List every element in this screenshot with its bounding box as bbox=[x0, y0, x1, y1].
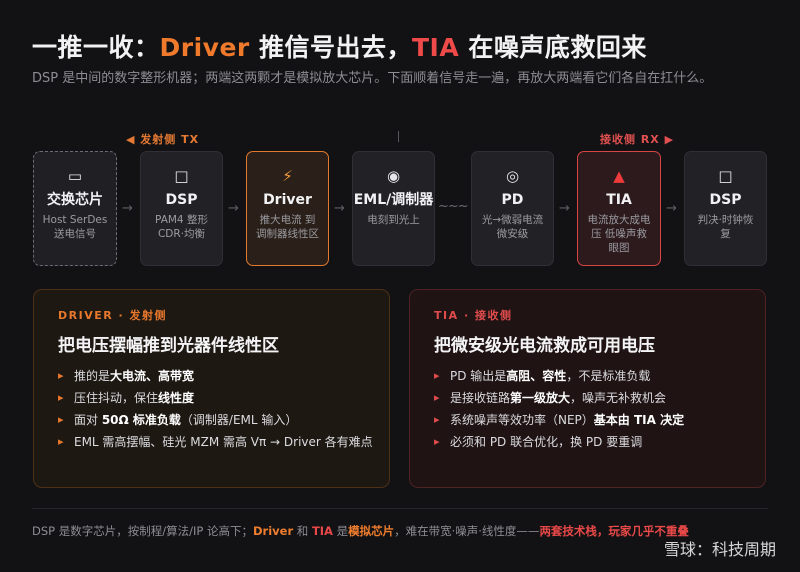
list-item: EML 需高摆幅、硅光 MZM 需高 Vπ → Driver 各有难点 bbox=[58, 431, 378, 453]
node-desc: 电流放大成电压 低噪声救眼图 bbox=[587, 214, 651, 254]
warning-triangle-icon: ▲ bbox=[613, 167, 625, 185]
footer-note: DSP 是数字芯片，按制程/算法/IP 论高下；Driver 和 TIA 是模拟… bbox=[32, 524, 689, 538]
node-name: DSP bbox=[165, 192, 198, 208]
node-desc: 电刻到光上 bbox=[367, 214, 420, 226]
rx-side-label: 接收侧 RX ▶ bbox=[600, 133, 675, 146]
title-part: 推信号出去， bbox=[249, 33, 412, 62]
tx-rx-divider bbox=[398, 131, 399, 142]
list-item: 面对 50Ω 标准负载（调制器/EML 输入） bbox=[58, 409, 378, 431]
page-subtitle: DSP 是中间的数字整形机器；两端这两颗才是模拟放大芯片。下面顺着信号走一遍，再… bbox=[32, 71, 713, 86]
flow-arrow: → bbox=[122, 201, 133, 216]
flow-arrow: → bbox=[666, 201, 677, 216]
driver-panel-tag: DRIVER · 发射侧 bbox=[58, 309, 168, 322]
flow-arrow: → bbox=[559, 201, 570, 216]
node-dsp-rx: □ DSP 判决·时钟恢复 bbox=[684, 151, 767, 266]
node-desc: 推大电流 到调制器线性区 bbox=[256, 214, 319, 240]
footer-divider bbox=[32, 508, 768, 509]
title-driver: Driver bbox=[159, 33, 250, 62]
tx-side-label: ◀ 发射侧 TX bbox=[126, 133, 200, 146]
node-desc: 光→微弱电流 微安级 bbox=[481, 214, 544, 240]
list-item: 推的是大电流、高带宽 bbox=[58, 365, 378, 387]
node-dsp-tx: □ DSP PAM4 整形 CDR·均衡 bbox=[140, 151, 223, 266]
node-name: DSP bbox=[709, 192, 742, 208]
list-item: 是接收链路第一级放大，噪声无补救机会 bbox=[434, 387, 754, 409]
tia-panel: TIA · 接收侧 把微安级光电流救成可用电压 PD 输出是高阻、容性，不是标准… bbox=[409, 289, 766, 488]
node-desc: PAM4 整形 CDR·均衡 bbox=[155, 214, 208, 240]
title-part: 在噪声底救回来 bbox=[459, 33, 647, 62]
node-pd: ◎ PD 光→微弱电流 微安级 bbox=[471, 151, 554, 266]
target-dot-icon: ◉ bbox=[386, 167, 401, 185]
tia-bullet-list: PD 输出是高阻、容性，不是标准负载 是接收链路第一级放大，噪声无补救机会 系统… bbox=[434, 365, 754, 453]
node-tia: ▲ TIA 电流放大成电压 低噪声救眼图 bbox=[577, 151, 661, 266]
node-switch-chip: ▭ 交换芯片 Host SerDes 送电信号 bbox=[33, 151, 117, 266]
square-icon: □ bbox=[174, 167, 189, 185]
list-item: PD 输出是高阻、容性，不是标准负载 bbox=[434, 365, 754, 387]
node-desc: Host SerDes 送电信号 bbox=[42, 214, 108, 240]
node-name: PD bbox=[501, 192, 524, 208]
driver-panel: DRIVER · 发射侧 把电压摆幅推到光器件线性区 推的是大电流、高带宽 压住… bbox=[33, 289, 390, 488]
list-item: 压住抖动，保住线性度 bbox=[58, 387, 378, 409]
node-desc: 判决·时钟恢复 bbox=[697, 214, 754, 240]
watermark: 雪球：科技周期 bbox=[663, 540, 776, 559]
flow-arrow: → bbox=[228, 201, 239, 216]
flow-arrow: → bbox=[334, 201, 345, 216]
title-part: 一推一收： bbox=[32, 33, 160, 62]
monitor-icon: ▭ bbox=[67, 167, 83, 185]
node-name: EML/调制器 bbox=[353, 192, 434, 208]
node-driver: ⚡ Driver 推大电流 到调制器线性区 bbox=[246, 151, 329, 266]
square-icon: □ bbox=[718, 167, 733, 185]
title-tia: TIA bbox=[411, 33, 460, 62]
node-name: 交换芯片 bbox=[47, 192, 103, 208]
tia-panel-tag: TIA · 接收侧 bbox=[434, 309, 513, 322]
page-title: 一推一收：Driver 推信号出去，TIA 在噪声底救回来 bbox=[32, 28, 647, 64]
driver-bullet-list: 推的是大电流、高带宽 压住抖动，保住线性度 面对 50Ω 标准负载（调制器/EM… bbox=[58, 365, 378, 453]
node-name: Driver bbox=[263, 192, 312, 208]
node-eml-modulator: ◉ EML/调制器 电刻到光上 bbox=[352, 151, 435, 266]
list-item: 系统噪声等效功率（NEP）基本由 TIA 决定 bbox=[434, 409, 754, 431]
photodiode-icon: ◎ bbox=[505, 167, 520, 185]
tia-panel-heading: 把微安级光电流救成可用电压 bbox=[434, 336, 655, 356]
lightning-icon: ⚡ bbox=[282, 167, 293, 185]
list-item: 必须和 PD 联合优化，换 PD 要重调 bbox=[434, 431, 754, 453]
driver-panel-heading: 把电压摆幅推到光器件线性区 bbox=[58, 336, 279, 356]
optical-link: ~~~ bbox=[438, 199, 469, 214]
node-name: TIA bbox=[606, 192, 632, 208]
